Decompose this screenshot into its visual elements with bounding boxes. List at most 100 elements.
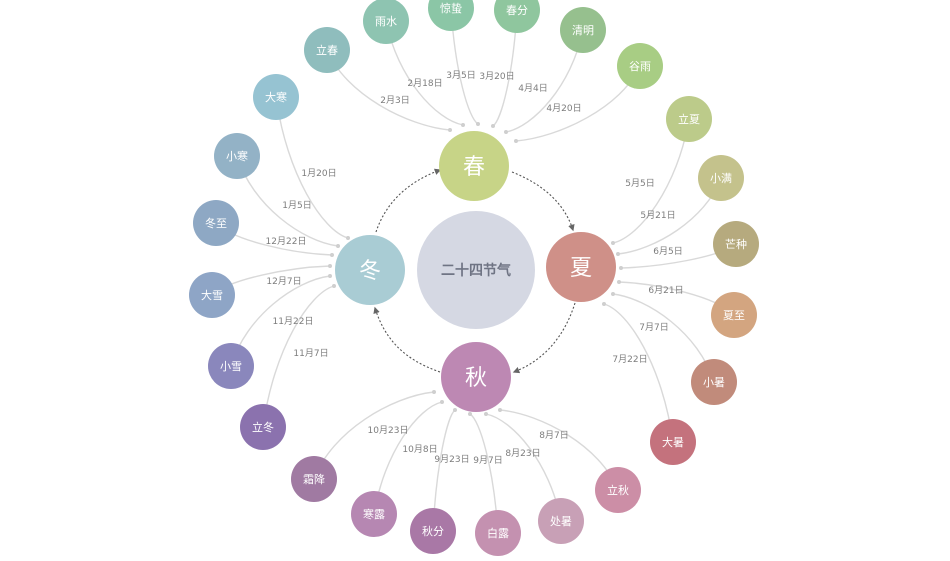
connector-line [275,96,349,239]
connector-line [612,118,690,244]
term-node-大寒[interactable]: 大寒 [253,74,299,120]
term-node-小暑[interactable]: 小暑 [691,359,737,405]
connector-line [603,303,674,443]
season-node-autumn[interactable]: 秋 [441,342,511,412]
term-date-label: 8月23日 [505,448,540,459]
term-node-冬至[interactable]: 冬至 [193,200,239,246]
term-node-雨水[interactable]: 雨水 [363,0,409,44]
connector-anchor-dot [602,302,606,306]
connector-anchor-dot [328,264,332,268]
connector-anchor-dot [619,266,623,270]
term-date-label: 5月21日 [640,210,675,221]
term-node-circle [410,508,456,554]
term-node-清明[interactable]: 清明 [560,7,606,53]
term-node-circle [193,200,239,246]
term-node-立秋[interactable]: 立秋 [595,467,641,513]
term-node-circle [214,133,260,179]
term-name-label: 立冬 [252,420,274,434]
term-node-circle [711,292,757,338]
connector-anchor-dot [332,284,336,288]
term-node-惊蛰[interactable]: 惊蛰 [428,0,474,31]
term-date-label: 3月5日 [446,70,475,81]
term-date-label: 1月20日 [301,168,336,179]
term-node-circle [304,27,350,73]
term-name-label: 立秋 [607,483,629,497]
connector-anchor-dot [504,130,508,134]
term-node-circle [617,43,663,89]
term-name-label: 大雪 [201,288,223,302]
term-node-circle [538,498,584,544]
season-node-winter[interactable]: 冬 [335,235,405,305]
term-node-小寒[interactable]: 小寒 [214,133,260,179]
term-date-label: 1月5日 [282,200,311,211]
term-node-小雪[interactable]: 小雪 [208,343,254,389]
term-node-夏至[interactable]: 夏至 [711,292,757,338]
term-date-label: 9月23日 [434,454,469,465]
term-node-白露[interactable]: 白露 [475,510,521,556]
connector-anchor-dot [611,241,615,245]
season-label: 春 [463,155,485,180]
term-name-label: 立春 [316,43,338,57]
cycle-arrow [511,171,575,232]
term-name-label: 寒露 [363,507,385,521]
cycle-arrow [512,302,576,374]
term-date-label: 12月22日 [266,236,307,247]
term-name-label: 大寒 [265,90,287,104]
connector-anchor-dot [616,252,620,256]
term-name-label: 大暑 [662,435,684,449]
term-node-circle [428,0,474,31]
term-name-label: 小暑 [703,376,725,389]
term-date-label: 4月20日 [546,103,581,114]
term-date-label: 3月20日 [479,71,514,82]
term-node-circle [208,343,254,389]
season-node-circle [441,342,511,412]
connector-anchor-dot [498,408,502,412]
term-name-label: 小雪 [220,360,242,373]
term-node-春分[interactable]: 春分 [494,0,540,33]
term-node-circle [351,491,397,537]
term-name-label: 白露 [487,526,509,540]
connector-line [262,285,335,428]
season-node-circle [335,235,405,305]
term-node-circle [291,456,337,502]
connector-anchor-dot [453,408,457,412]
season-node-circle [546,232,616,302]
term-node-小满[interactable]: 小满 [698,155,744,201]
term-node-谷雨[interactable]: 谷雨 [617,43,663,89]
term-date-label: 2月18日 [407,78,442,89]
term-date-label: 8月7日 [539,430,568,441]
term-node-芒种[interactable]: 芒种 [713,221,759,267]
season-cycle-arrows [373,168,576,374]
term-node-立春[interactable]: 立春 [304,27,350,73]
season-node-spring[interactable]: 春 [439,131,509,201]
term-node-霜降[interactable]: 霜降 [291,456,337,502]
season-label: 秋 [465,366,487,391]
term-node-寒露[interactable]: 寒露 [351,491,397,537]
season-node-circle [439,131,509,201]
term-node-秋分[interactable]: 秋分 [410,508,456,554]
term-date-label: 12月7日 [266,276,301,287]
connector-anchor-dot [611,292,615,296]
term-name-label: 霜降 [303,472,325,486]
cycle-arrow [373,306,441,373]
term-node-circle [691,359,737,405]
term-node-大雪[interactable]: 大雪 [189,272,235,318]
cycle-arrow [375,168,442,233]
connector-anchor-dot [514,139,518,143]
term-node-circle [475,510,521,556]
term-node-大暑[interactable]: 大暑 [650,419,696,465]
season-node-summer[interactable]: 夏 [546,232,616,302]
connector-anchor-dot [617,280,621,284]
term-node-立冬[interactable]: 立冬 [240,404,286,450]
term-date-label: 7月7日 [639,322,668,333]
term-node-circle [253,74,299,120]
term-date-label: 7月22日 [612,354,647,365]
term-date-label: 6月21日 [648,285,683,296]
term-node-立夏[interactable]: 立夏 [666,96,712,142]
connector-anchor-dot [330,253,334,257]
term-node-处暑[interactable]: 处暑 [538,498,584,544]
connector-anchor-dot [484,412,488,416]
term-date-label: 2月3日 [380,95,409,106]
connector-anchor-dot [461,123,465,127]
